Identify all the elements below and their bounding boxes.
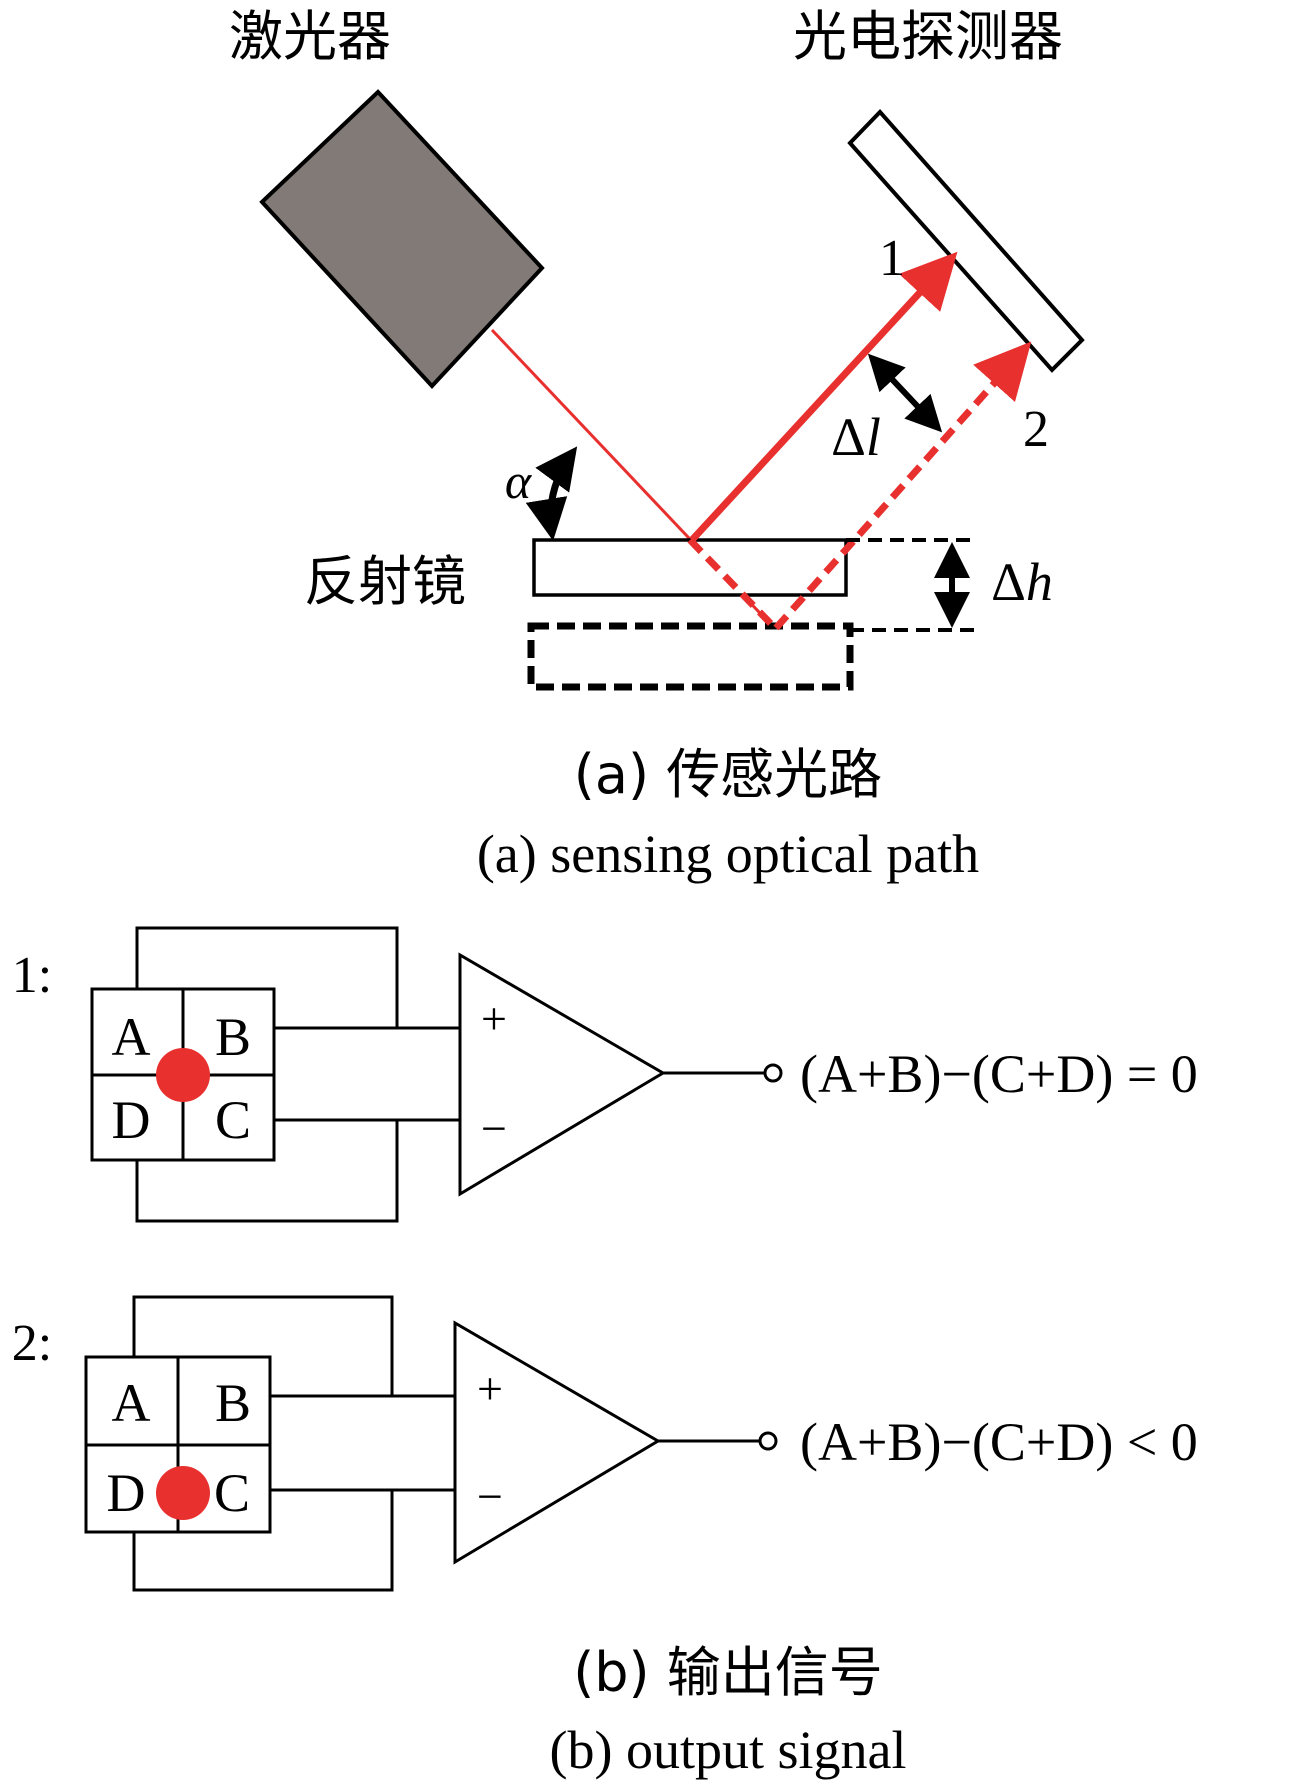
output-signal-row-2: 2: A B D C + − (A+B)−(C+D) < 0 — [12, 1295, 1198, 1592]
row-1-quadrant-b: B — [215, 1007, 251, 1067]
beam-2-label: 2 — [1023, 401, 1049, 458]
row-2-quadrant-b: B — [215, 1373, 251, 1433]
row-2-bottom-wire — [132, 1490, 394, 1592]
caption-b-cn: (b) 输出信号 — [573, 1641, 883, 1704]
mirror-original — [532, 538, 848, 597]
caption-a-en: (a) sensing optical path — [477, 824, 979, 884]
mirror-displaced — [527, 622, 854, 691]
caption-a-cn: (a) 传感光路 — [574, 743, 882, 806]
row-1-quadrant-d: D — [112, 1090, 151, 1150]
delta-h-label: Δh — [991, 552, 1053, 612]
row-1-quadrant-a: A — [112, 1007, 151, 1067]
angle-alpha-label: α — [505, 453, 533, 509]
row-1-label: 1: — [12, 947, 52, 1004]
row-2-laser-spot — [156, 1466, 210, 1520]
beam-1-label: 1 — [879, 230, 905, 287]
angle-alpha-arrow — [525, 446, 578, 541]
row-1-laser-spot — [156, 1048, 210, 1102]
laser-label: 激光器 — [229, 5, 391, 68]
row-2-minus-sign: − — [477, 1471, 503, 1522]
row-1-plus-sign: + — [481, 993, 507, 1044]
row-1-bottom-wire — [135, 1120, 399, 1223]
mirror-label: 反射镜 — [304, 550, 466, 613]
photodetector-label: 光电探测器 — [793, 5, 1063, 68]
output-signal-row-1: 1: A B D C + − (A+B)−(C+D) = 0 — [12, 926, 1198, 1223]
delta-l-arrow — [867, 353, 943, 433]
caption-b-en: (b) output signal — [550, 1720, 907, 1780]
row-1-amplifier — [458, 952, 666, 1197]
row-2-output-terminal — [758, 1431, 778, 1451]
row-2-top-wire — [132, 1295, 394, 1396]
laser-body — [259, 89, 545, 389]
delta-l-label: Δl — [831, 407, 881, 467]
row-1-top-wire — [135, 926, 399, 1028]
incident-beam-extension — [687, 537, 778, 631]
row-2-plus-sign: + — [477, 1363, 503, 1414]
reflected-beam-2 — [773, 341, 1032, 631]
row-2-output-equation: (A+B)−(C+D) < 0 — [800, 1412, 1198, 1472]
row-2-quadrant-a: A — [112, 1373, 151, 1433]
reflected-beam-1 — [689, 251, 958, 543]
row-2-quadrant-c: C — [214, 1463, 250, 1523]
photodetector-body — [847, 109, 1085, 373]
row-2-label: 2: — [12, 1315, 52, 1372]
row-2-quadrant-d: D — [107, 1463, 146, 1523]
optical-path-figure: 激光器 光电探测器 α 反射镜 1 2 Δl Δh — [229, 5, 1085, 884]
row-1-output-equation: (A+B)−(C+D) = 0 — [800, 1044, 1198, 1104]
row-2-amplifier — [453, 1320, 661, 1565]
row-1-quadrant-c: C — [215, 1090, 251, 1150]
row-1-output-terminal — [763, 1063, 783, 1083]
row-1-minus-sign: − — [481, 1103, 507, 1154]
